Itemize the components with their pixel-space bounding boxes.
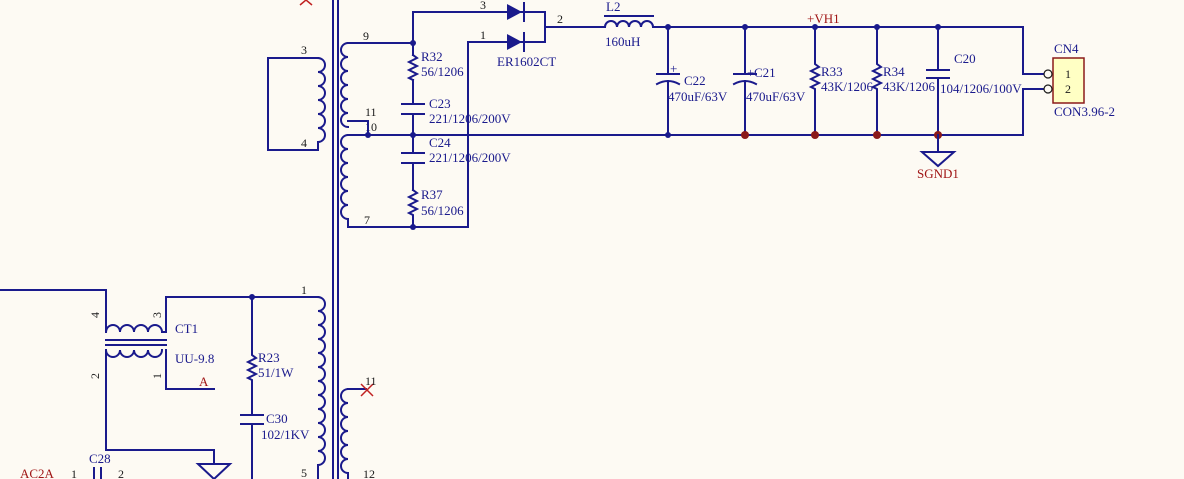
r32-label: R32 (421, 49, 443, 64)
c28-label: C28 (89, 451, 111, 466)
no-connect-marker-top (299, 0, 313, 6)
t-pin-11b: 11 (365, 374, 377, 388)
inductor-l2 (603, 15, 1024, 29)
resistor-r37 (406, 188, 420, 219)
r23-label: R23 (258, 350, 280, 365)
c22-plus: + (670, 61, 677, 76)
r23-value: 51/1W (258, 365, 294, 380)
ct1-value: UU-9.8 (175, 351, 214, 366)
ct1-pin-4: 4 (88, 312, 102, 318)
r33-value: 43K/1206 (821, 79, 874, 94)
ct1-pin-3: 3 (150, 312, 164, 318)
net-label-ac2a: AC2A (20, 466, 55, 479)
c21-plus: + (747, 65, 754, 80)
net-label-a: A (199, 374, 209, 389)
t-pin-11: 11 (365, 105, 377, 119)
ct1-pin-2: 2 (88, 373, 102, 379)
t-pin-9: 9 (363, 29, 369, 43)
transformer-aux-winding (267, 56, 326, 151)
junctions (249, 24, 942, 300)
diode-pin-3: 3 (480, 0, 486, 12)
sgnd-label: SGND1 (917, 166, 959, 181)
r34-label: R34 (883, 64, 905, 79)
c22-label: C22 (684, 73, 706, 88)
transformer-secondary-winding (340, 41, 369, 228)
t-pin-4: 4 (301, 136, 307, 150)
sgnd-ground-symbol (919, 134, 957, 168)
l2-label: L2 (606, 0, 620, 14)
t-pin-10: 10 (365, 120, 377, 134)
current-transformer-ct1 (0, 289, 253, 479)
ground-rail (367, 88, 1044, 136)
capacitor-c28 (93, 467, 102, 479)
diode-pin-2: 2 (557, 12, 563, 26)
resistor-r33 (808, 26, 822, 136)
capacitor-c21 (732, 26, 758, 136)
r37-label: R37 (421, 187, 443, 202)
ac-pin-2: 2 (118, 467, 124, 479)
r32-value: 56/1206 (421, 64, 464, 79)
transformer-primary-winding (251, 295, 326, 479)
c24-value: 221/1206/200V (429, 150, 511, 165)
cn4-label: CN4 (1054, 41, 1079, 56)
ct1-label: CT1 (175, 321, 198, 336)
c23-value: 221/1206/200V (429, 111, 511, 126)
c21-value: 470uF/63V (746, 89, 806, 104)
net-label-vh1: +VH1 (807, 11, 840, 26)
r37-value: 56/1206 (421, 203, 464, 218)
transformer-core (332, 0, 339, 479)
c30-label: C30 (266, 411, 288, 426)
cn4-pin-2: 2 (1065, 82, 1071, 96)
r34-value: 43K/1206 (883, 79, 936, 94)
cn4-value: CON3.96-2 (1054, 104, 1115, 119)
capacitor-c23 (401, 103, 425, 115)
c23-label: C23 (429, 96, 451, 111)
c22-value: 470uF/63V (668, 89, 728, 104)
ac-pin-1: 1 (71, 467, 77, 479)
t-pin-1: 1 (301, 283, 307, 297)
capacitor-c22 (655, 26, 681, 136)
c20-label: C20 (954, 51, 976, 66)
capacitor-c30 (240, 414, 264, 479)
resistor-r32 (406, 53, 420, 82)
ct1-pin-1: 1 (150, 373, 164, 379)
diode-er1602ct (504, 2, 606, 52)
l2-value: 160uH (605, 34, 640, 49)
c20-value: 104/1206/100V (940, 81, 1022, 96)
resistor-r34 (870, 26, 884, 136)
c30-value: 102/1KV (261, 427, 310, 442)
connector-cn4 (1043, 57, 1085, 104)
capacitor-c20 (926, 26, 950, 136)
output-rail (1022, 26, 1044, 75)
t-pin-7: 7 (364, 213, 370, 227)
r33-label: R33 (821, 64, 843, 79)
resistor-r23 (245, 296, 259, 416)
t-pin-5: 5 (301, 466, 307, 479)
cn4-pin-1: 1 (1065, 67, 1071, 81)
t-pin-3: 3 (301, 43, 307, 57)
c24-label: C24 (429, 135, 451, 150)
c21-label: C21 (754, 65, 776, 80)
transformer-lower-winding (340, 383, 374, 479)
capacitor-c24 (401, 152, 425, 164)
diode-label: ER1602CT (497, 54, 556, 69)
diode-pin-1: 1 (480, 28, 486, 42)
t-pin-12: 12 (363, 467, 375, 479)
